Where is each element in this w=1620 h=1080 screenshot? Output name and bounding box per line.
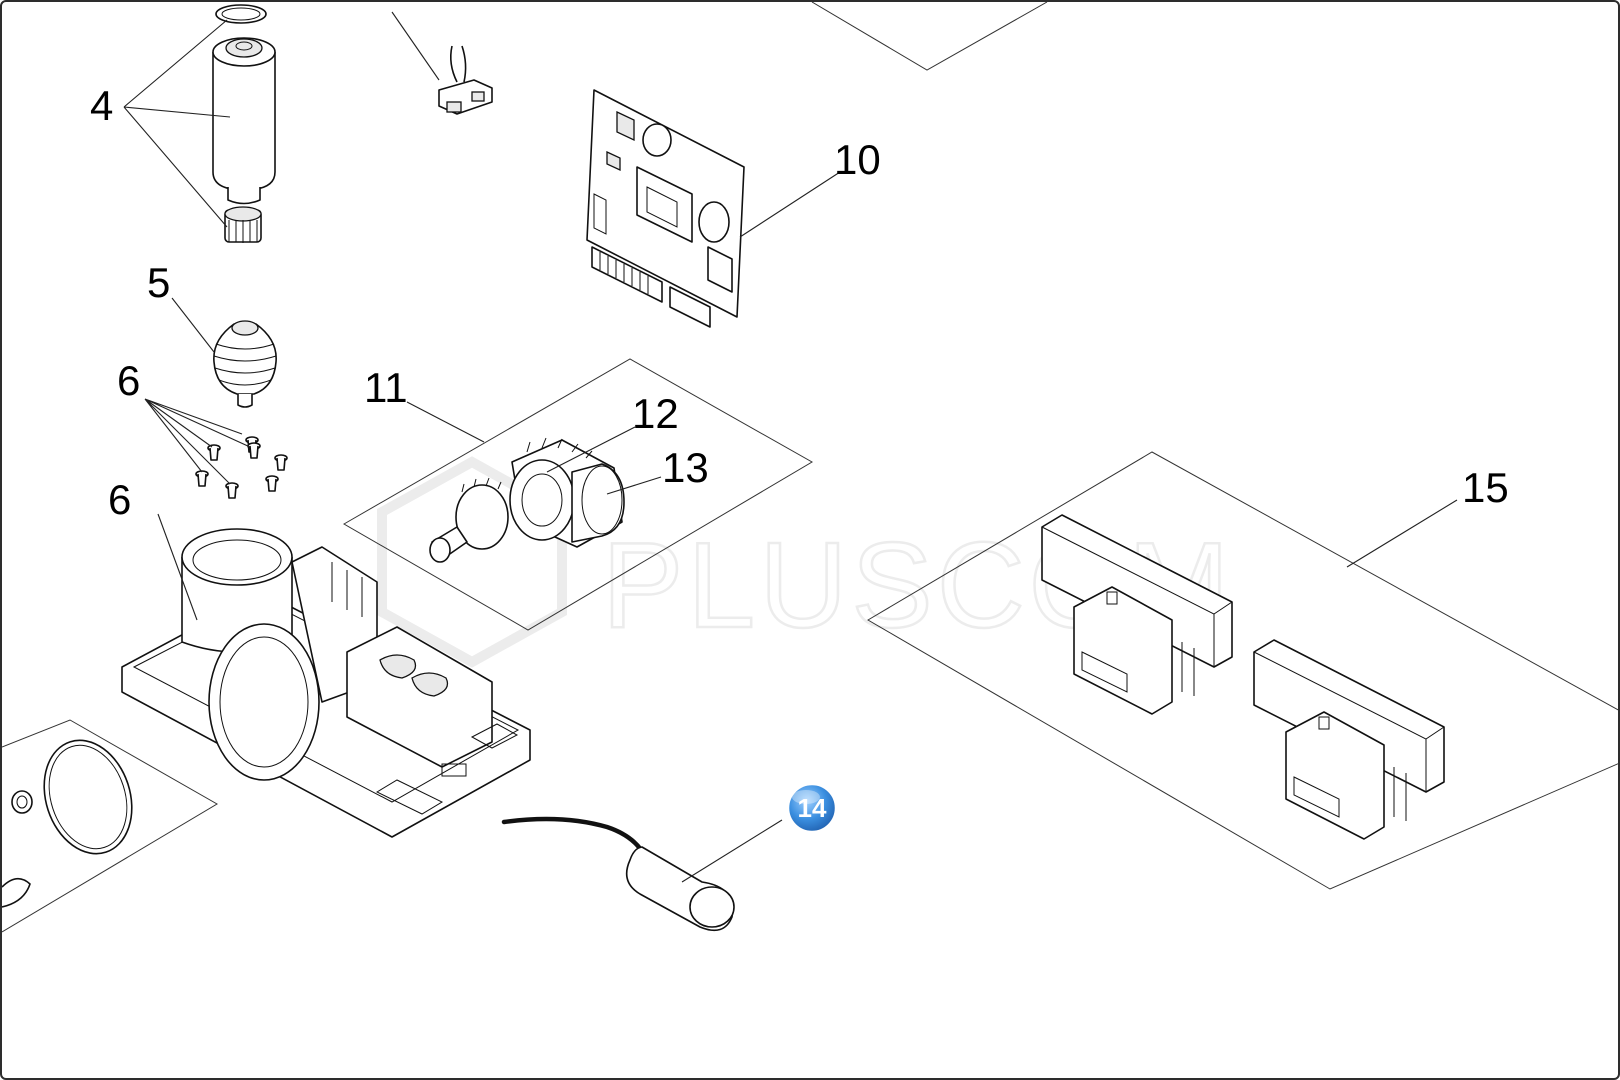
callout-14-badge[interactable]: 14 xyxy=(786,782,838,834)
part-5-worm-gear xyxy=(213,320,277,408)
part-14-capacitor xyxy=(501,816,735,932)
part-11-shaft xyxy=(429,477,509,563)
part-13-bearing xyxy=(571,463,625,543)
part-6-housing xyxy=(121,528,531,838)
part-4-cylinder xyxy=(212,4,276,243)
group-box-15 xyxy=(867,451,1618,890)
callout-11: 11 xyxy=(364,364,408,411)
callout-4: 4 xyxy=(90,82,113,129)
callout-labels: 4 5 6 6 10 11 12 13 15 xyxy=(90,82,1509,523)
callout-10: 10 xyxy=(834,136,881,183)
callout-15: 15 xyxy=(1462,464,1509,511)
callout-14: 14 xyxy=(798,793,827,823)
callout-6-screws: 6 xyxy=(117,357,140,404)
group-box-bottom-left xyxy=(2,719,218,933)
part-6-screws xyxy=(195,436,288,499)
group-box-top xyxy=(811,2,1048,71)
leader-lines xyxy=(123,11,1458,883)
callout-12: 12 xyxy=(632,390,679,437)
callout-13: 13 xyxy=(662,444,709,491)
group-box-11 xyxy=(342,358,813,631)
part-15-limit-switch-b xyxy=(1253,639,1445,840)
part-15-limit-switch-a xyxy=(1041,514,1233,715)
part-connector-top xyxy=(438,45,493,115)
part-10-control-board xyxy=(586,89,745,328)
callout-5: 5 xyxy=(147,259,170,306)
callout-6-housing: 6 xyxy=(108,476,131,523)
part-oring-bottom-left xyxy=(2,739,133,908)
